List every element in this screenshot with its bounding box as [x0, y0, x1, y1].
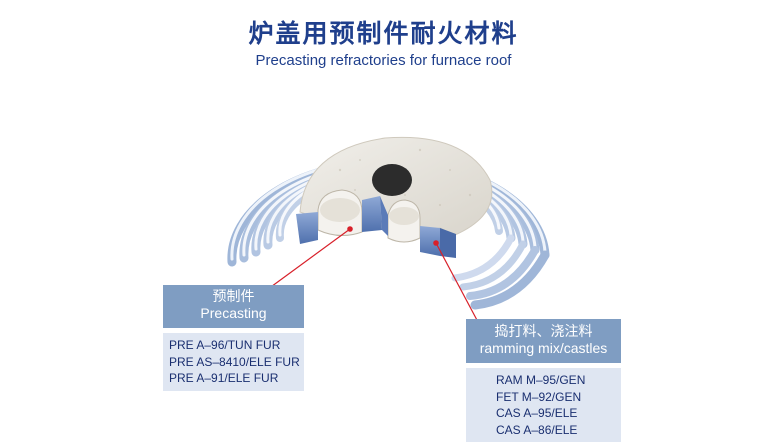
- ring-front-1: [470, 250, 550, 310]
- ramming-label-box: 捣打料、浇注料 ramming mix/castles RAM M–95/GEN…: [466, 319, 621, 442]
- leader-ramming: [435, 242, 479, 323]
- list-item: PRE AS–8410/ELE FUR: [169, 354, 300, 369]
- precasting-header-cn: 预制件: [212, 288, 255, 304]
- ramming-header-cn: 捣打料、浇注料: [494, 323, 593, 339]
- cut-face-5: [380, 196, 388, 236]
- list-item: CAS A–86/ELE: [496, 422, 578, 437]
- title-chinese: 炉盖用预制件耐火材料: [248, 19, 519, 48]
- cut-face-3: [420, 226, 440, 256]
- leader-ramming-dot: [433, 240, 439, 246]
- list-item: CAS A–95/ELE: [496, 406, 578, 420]
- cut-face-1: [296, 212, 318, 244]
- list-item: PRE A–91/ELE FUR: [169, 371, 279, 385]
- ring-front-2: [466, 246, 539, 300]
- precasting-label-box: 预制件 Precasting PRE A–96/TUN FUR PRE AS–8…: [163, 285, 304, 391]
- list-item: FET M–92/GEN: [496, 389, 582, 404]
- list-item: RAM M–95/GEN: [496, 373, 586, 387]
- ring-front-4: [451, 234, 515, 282]
- cut-faces: [296, 196, 456, 258]
- precasting-header: 预制件 Precasting: [163, 285, 304, 328]
- list-item: PRE A–96/TUN FUR: [169, 338, 281, 352]
- ramming-header: 捣打料、浇注料 ramming mix/castles: [466, 319, 621, 363]
- ramming-header-en: ramming mix/castles: [479, 340, 608, 356]
- leader-precasting: [263, 228, 351, 293]
- cut-face-2: [362, 196, 382, 232]
- cut-face-4: [440, 228, 456, 258]
- ring-front-3: [459, 240, 527, 291]
- title-english: Precasting refractories for furnace roof: [255, 52, 512, 69]
- ramming-items: RAM M–95/GEN FET M–92/GEN CAS A–95/ELE C…: [466, 368, 621, 442]
- precasting-items: PRE A–96/TUN FUR PRE AS–8410/ELE FUR PRE…: [163, 333, 304, 391]
- leader-precasting-dot: [347, 226, 353, 232]
- top-hole: [372, 164, 412, 196]
- leader-lines: [263, 226, 479, 323]
- precasting-header-en: Precasting: [200, 305, 267, 321]
